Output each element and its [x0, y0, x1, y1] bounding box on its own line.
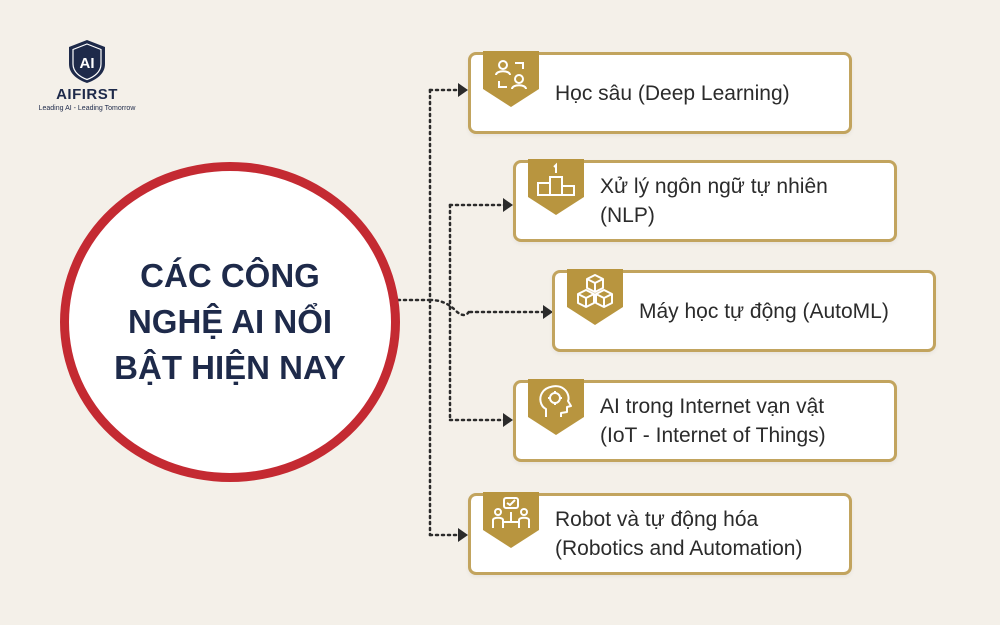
arrow-head: [458, 528, 468, 542]
deep-learning-people-icon: [481, 51, 541, 109]
arrow-head: [543, 305, 553, 319]
tech-card-line: (Robotics and Automation): [555, 537, 803, 560]
tech-card-label: Xử lý ngôn ngữ tự nhiên (NLP): [600, 163, 884, 239]
tech-card-label: Máy học tự động (AutoML): [639, 273, 923, 349]
arrow-head: [503, 198, 513, 212]
brand-logo: AI AIFIRST Leading AI - Leading Tomorrow: [32, 38, 142, 112]
ai-shield-icon: AI: [69, 40, 105, 83]
tech-card-iot: AI trong Internet vạn vật (IoT - Interne…: [513, 379, 897, 462]
tech-card-line: Máy học tự động (AutoML): [639, 299, 889, 323]
tech-card-line: AI trong Internet vạn vật: [600, 395, 825, 418]
tech-card-line: (IoT - Internet of Things): [600, 424, 826, 447]
central-topic-circle: CÁC CÔNG NGHỆ AI NỔI BẬT HIỆN NAY: [60, 162, 400, 482]
brand-name: AIFIRST: [56, 86, 118, 103]
tech-card-line: Robot và tự động hóa: [555, 508, 759, 531]
head-brain-icon: [526, 379, 586, 437]
tech-card-line: (NLP): [600, 204, 655, 227]
central-title-line: NGHỆ AI NỔI: [127, 303, 333, 340]
tech-card-label: Học sâu (Deep Learning): [555, 55, 839, 131]
arrow-head: [458, 83, 468, 97]
central-title: CÁC CÔNG NGHỆ AI NỔI BẬT HIỆN NAY: [105, 253, 355, 391]
brand-tagline: Leading AI - Leading Tomorrow: [38, 105, 136, 112]
svg-text:AI: AI: [80, 55, 95, 72]
central-title-line: CÁC CÔNG: [140, 257, 320, 294]
central-title-line: BẬT HIỆN NAY: [114, 349, 346, 386]
tech-card-nlp: Xử lý ngôn ngữ tự nhiên (NLP): [513, 159, 897, 242]
cubes-icon: [565, 269, 625, 327]
tech-card-automl: Máy học tự động (AutoML): [552, 269, 936, 352]
robot-team-icon: [481, 492, 541, 550]
podium-icon: [526, 159, 586, 217]
tech-card-line: Xử lý ngôn ngữ tự nhiên: [600, 175, 828, 198]
tech-card-deep-learning: Học sâu (Deep Learning): [468, 51, 852, 134]
tech-card-robotics: Robot và tự động hóa (Robotics and Autom…: [468, 492, 852, 575]
tech-card-label: Robot và tự động hóa (Robotics and Autom…: [555, 496, 839, 572]
arrow-head: [503, 413, 513, 427]
tech-card-label: AI trong Internet vạn vật (IoT - Interne…: [600, 383, 884, 459]
tech-card-line: Học sâu (Deep Learning): [555, 81, 790, 105]
